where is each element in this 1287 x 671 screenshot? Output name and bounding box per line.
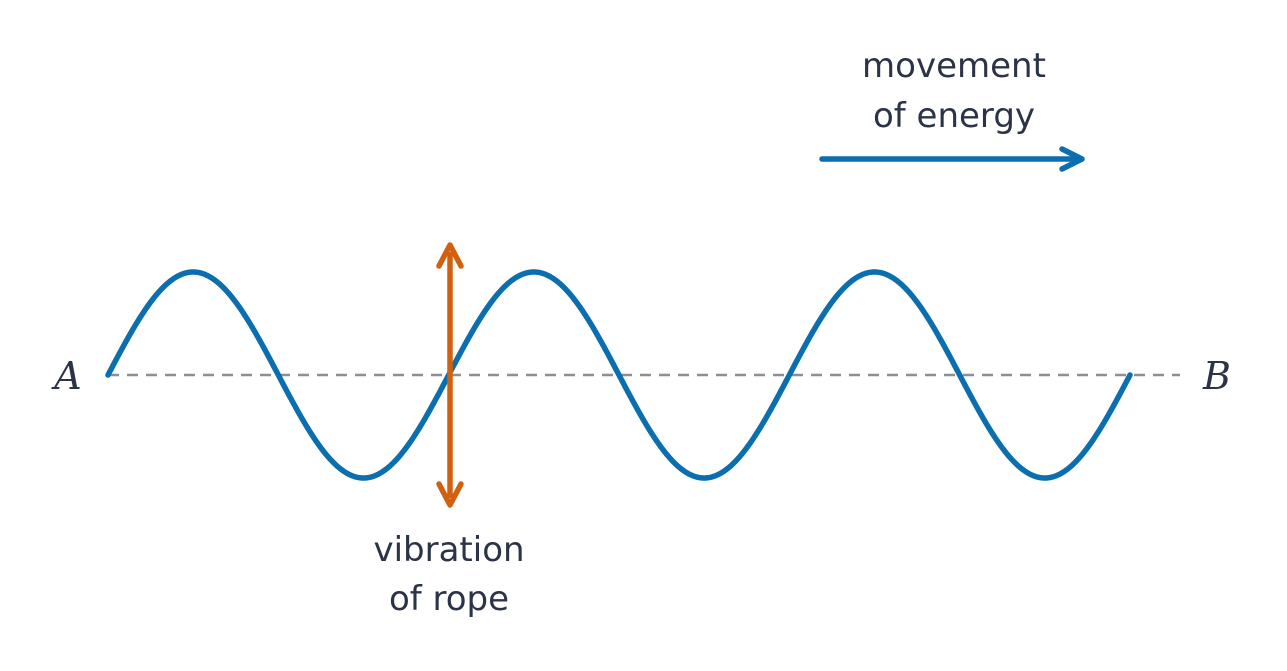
energy-arrow <box>819 146 1085 172</box>
energy-label-line1: movement <box>862 46 1046 86</box>
vibration-arrow-head-up <box>436 242 464 269</box>
rope-wave <box>105 269 1133 481</box>
point-a-label: A <box>51 354 81 398</box>
vibration-arrow-head-down <box>436 481 464 508</box>
vibration-label-line2: of rope <box>389 579 509 619</box>
point-b-label: B <box>1202 354 1231 398</box>
energy-label-line2: of energy <box>873 96 1035 136</box>
vibration-arrow <box>436 242 464 508</box>
energy-arrow-head <box>1059 146 1085 172</box>
vibration-label-line1: vibration <box>373 530 524 570</box>
